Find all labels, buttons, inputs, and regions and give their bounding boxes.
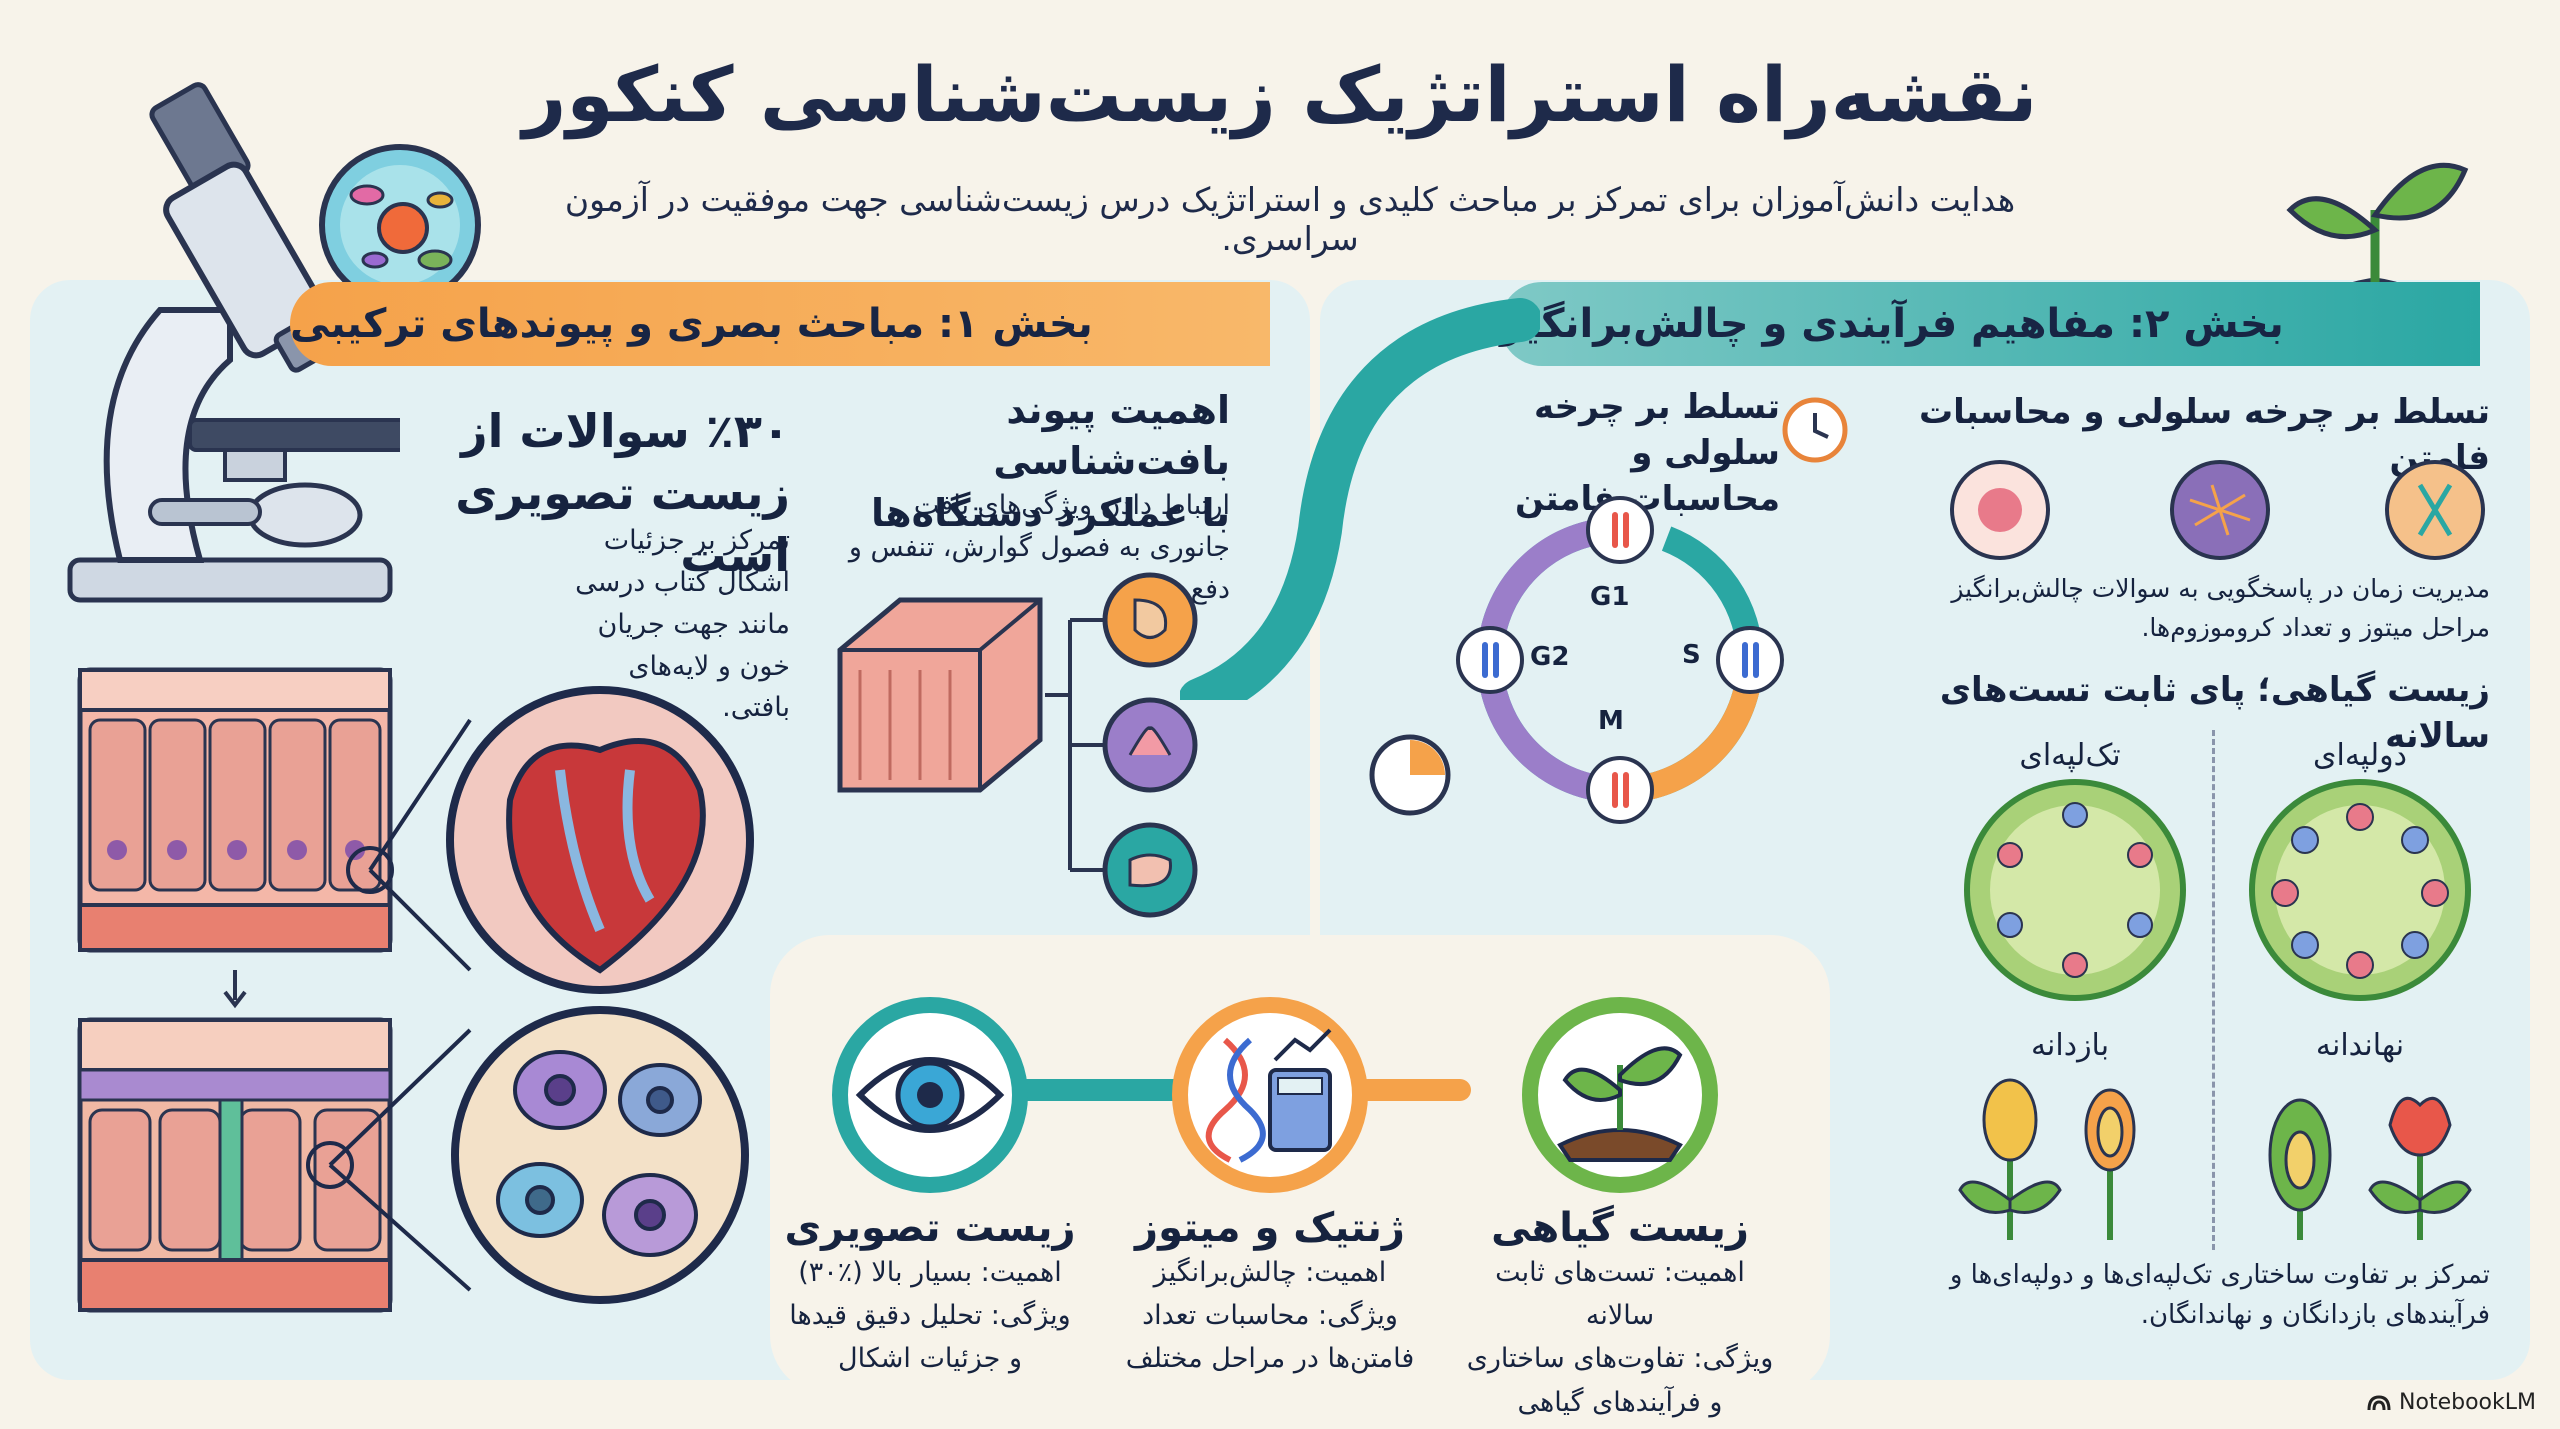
stem-cross-sections — [1964, 779, 2471, 1001]
eye-icon — [832, 997, 1028, 1193]
phase-g1-label: G1 — [1590, 582, 1630, 612]
topic-plant-feature-2: و فرآیندهای گیاهی — [1517, 1386, 1723, 1418]
clock-icon — [1782, 397, 1848, 463]
section2-banner: بخش ۲: مفاهیم فرآیندی و چالش‌برانگیز — [1500, 282, 2480, 366]
stat-description: تمرکز بر جزئیات اشکال کتاب درسی مانند جه… — [575, 525, 790, 724]
plant-title: زیست گیاهی؛ پای ثابت تست‌های سالانه — [1939, 670, 2490, 756]
phase-m-label: M — [1598, 706, 1624, 736]
phase-g2-label: G2 — [1530, 642, 1570, 672]
topic-plant-feature-1: ویژگی: تفاوت‌های ساختاری — [1466, 1343, 1774, 1375]
tissue-title-line-2: با عملکرد دستگاه‌ها — [871, 490, 1230, 535]
topic-visual-feature-1: ویژگی: تحلیل دقیق قیدها — [789, 1300, 1071, 1332]
tissue-block-illustration — [837, 572, 1198, 918]
tissue-layers-illustration — [77, 667, 393, 1313]
mitosis-description: مدیریت زمان در پاسخگویی به سوالات چالش‌ب… — [1951, 574, 2490, 642]
topic-visual-importance: اهمیت: بسیار بالا (٪۳۰) — [798, 1257, 1062, 1288]
plant-divider — [2212, 730, 2215, 1250]
angiosperm-label: نهاندانه — [2315, 1028, 2405, 1063]
topic-visual: زیست تصویری اهمیت: بسیار بالا (٪۳۰) ویژگ… — [780, 1205, 1080, 1381]
timer-icon — [1369, 734, 1451, 816]
heart-illustration — [346, 686, 754, 994]
topic-visual-feature-2: و جزئیات اشکال — [838, 1343, 1022, 1375]
notebooklm-logo-icon — [2367, 1394, 2391, 1410]
topic-genetics-importance: اهمیت: چالش‌برانگیز — [1153, 1257, 1387, 1288]
cell-illustration — [319, 144, 481, 306]
cells-illustration — [306, 1006, 749, 1304]
tissue-link-title: اهمیت پیوند بافت‌شناسی با عملکرد دستگاه‌… — [850, 385, 1230, 539]
topic-plant-importance: اهمیت: تست‌های ثابت سالانه — [1495, 1257, 1745, 1332]
mitosis-stages-icons — [1950, 460, 2485, 560]
notebooklm-brand: NotebookLM — [2367, 1390, 2536, 1415]
dicot-label: دولپه‌ای — [2313, 738, 2407, 773]
stat-headline: ٪۳۰ سوالات از زیست تصویری است — [420, 400, 790, 586]
connector-curve — [1180, 298, 1540, 700]
gymnosperm-label: بازدانه — [2030, 1028, 2110, 1063]
stat-line-2: زیست تصویری است — [455, 466, 790, 583]
topic-genetics: ژنتیک و میتوز اهمیت: چالش‌برانگیز ویژگی:… — [1110, 1205, 1430, 1381]
stat-line-1: ٪۳۰ سوالات از — [461, 404, 790, 458]
topic-genetics-feature-2: فامتن‌ها در مراحل مختلف — [1125, 1343, 1415, 1375]
section2-banner-label: بخش ۲: مفاهیم فرآیندی و چالش‌برانگیز — [1500, 301, 2284, 347]
topic-plant-title: زیست گیاهی — [1491, 1205, 1749, 1251]
section1-banner-label: بخش ۱: مباحث بصری و پیوندهای ترکیبی — [290, 301, 1093, 347]
flowers-illustration — [1958, 1078, 2472, 1240]
tissue-link-description: ارتباط دادن ویژگی‌های بافت جانوری به فصو… — [848, 490, 1230, 605]
cell-cycle-title-line-1: تسلط بر چرخه سلولی و — [1533, 387, 1780, 473]
plant-icon — [1522, 997, 1718, 1193]
monocot-label: تک‌لپه‌ای — [2019, 738, 2121, 773]
topic-plant: زیست گیاهی اهمیت: تست‌های ثابت سالانه وی… — [1460, 1205, 1780, 1424]
page-title: نقشه‌راه استراتژیک زیست‌شناسی کنکور — [522, 50, 2039, 139]
topic-genetics-feature-1: ویژگی: محاسبات تعداد — [1142, 1300, 1398, 1332]
cell-cycle-diagram — [1456, 496, 1784, 824]
dna-calculator-icon — [1172, 997, 1368, 1193]
tissue-title-line-1: اهمیت پیوند بافت‌شناسی — [993, 388, 1230, 484]
cell-cycle-title: تسلط بر چرخه سلولی و محاسبات فامتن — [1440, 385, 1780, 523]
microscope-illustration — [67, 82, 400, 603]
topic-genetics-title: ژنتیک و میتوز — [1135, 1205, 1405, 1251]
notebooklm-brand-label: NotebookLM — [2399, 1390, 2536, 1415]
page-subtitle: هدایت دانش‌آموزان برای تمرکز بر مباحث کل… — [564, 180, 2016, 258]
phase-s-label: S — [1682, 640, 1701, 670]
plant-description: تمرکز بر تفاوت ساختاری تک‌لپه‌ای‌ها و دو… — [1949, 1260, 2490, 1331]
section1-banner: بخش ۱: مباحث بصری و پیوندهای ترکیبی — [290, 282, 1270, 366]
topic-visual-title: زیست تصویری — [784, 1205, 1076, 1251]
